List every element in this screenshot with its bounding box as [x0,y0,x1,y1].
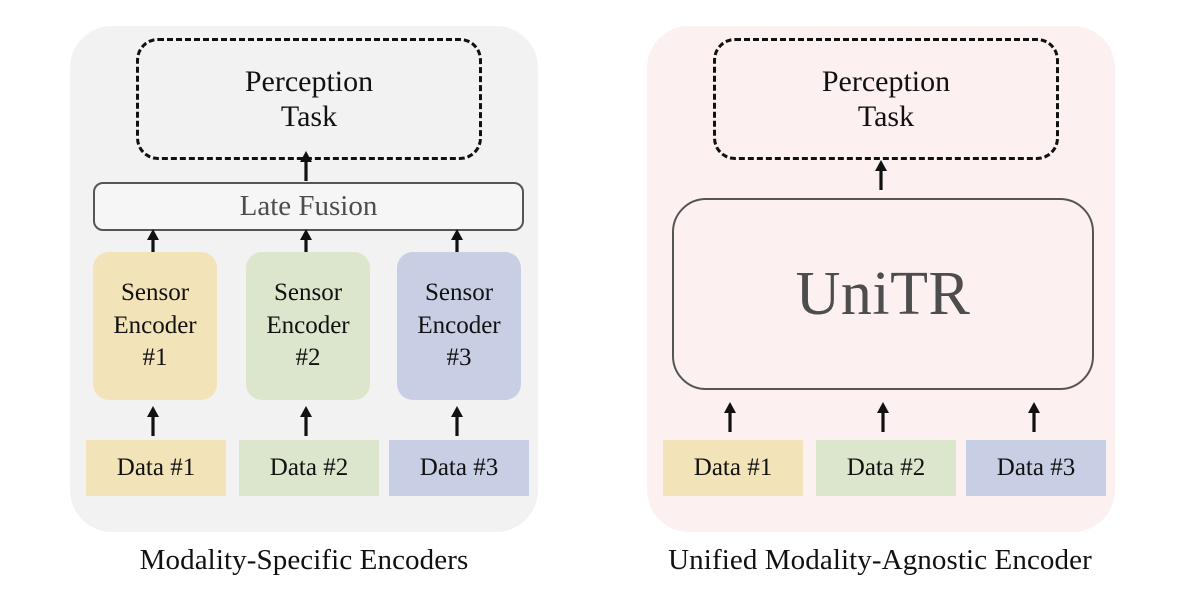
perception-task-box-left: Perception Task [136,38,482,160]
sensor-encoder-2: Sensor Encoder #2 [246,252,370,400]
caption-right: Unified Modality-Agnostic Encoder [668,544,1092,576]
sensor-encoder-2-line3: #2 [295,344,321,372]
up-arrow-icon-unitr-to-task [873,160,889,190]
sensor-encoder-3-line3: #3 [446,344,472,372]
up-arrow-icon-encoder3-to-fusion [449,229,465,259]
up-arrow-icon-data2-to-unitr [875,402,891,432]
data-box-left-3: Data #3 [389,440,529,496]
up-arrow-icon-data3-to-encoder3 [449,406,465,436]
data-box-right-1: Data #1 [663,440,803,496]
data-box-left-2-label: Data #2 [269,454,349,481]
perception-task-right-line2: Task [857,100,915,133]
perception-task-line1: Perception [244,64,374,98]
sensor-encoder-1: Sensor Encoder #1 [93,252,217,400]
data-box-left-2: Data #2 [239,440,379,496]
perception-task-box-right: Perception Task [713,38,1059,160]
up-arrow-icon-encoder2-to-fusion [298,229,314,259]
data-box-right-2: Data #2 [816,440,956,496]
up-arrow-icon-data3-to-unitr [1026,402,1042,432]
data-box-right-3: Data #3 [966,440,1106,496]
sensor-encoder-3-line1: Sensor [424,279,494,307]
perception-task-line2: Task [280,100,338,133]
data-box-left-1: Data #1 [86,440,226,496]
up-arrow-icon-encoder1-to-fusion [145,229,161,259]
up-arrow-icon-data1-to-unitr [722,402,738,432]
up-arrow-icon-fusion-to-task [298,151,314,181]
data-box-right-3-label: Data #3 [996,454,1076,481]
sensor-encoder-1-line2: Encoder [113,311,197,339]
sensor-encoder-1-line1: Sensor [120,279,190,307]
late-fusion-box: Late Fusion [93,182,524,231]
caption-left: Modality-Specific Encoders [139,544,469,576]
sensor-encoder-1-line3: #1 [142,344,168,372]
data-box-right-1-label: Data #1 [693,454,773,481]
up-arrow-icon-data1-to-encoder1 [145,406,161,436]
sensor-encoder-3-line2: Encoder [417,311,501,339]
sensor-encoder-2-line2: Encoder [266,311,350,339]
up-arrow-icon-data2-to-encoder2 [298,406,314,436]
sensor-encoder-3: Sensor Encoder #3 [397,252,521,400]
unitr-label: UniTR [795,259,971,328]
data-box-right-2-label: Data #2 [846,454,926,481]
perception-task-right-line1: Perception [821,64,951,98]
sensor-encoder-2-line1: Sensor [273,279,343,307]
unitr-encoder-box: UniTR [672,198,1094,390]
data-box-left-3-label: Data #3 [419,454,499,481]
late-fusion-label: Late Fusion [239,190,378,222]
data-box-left-1-label: Data #1 [116,454,196,481]
